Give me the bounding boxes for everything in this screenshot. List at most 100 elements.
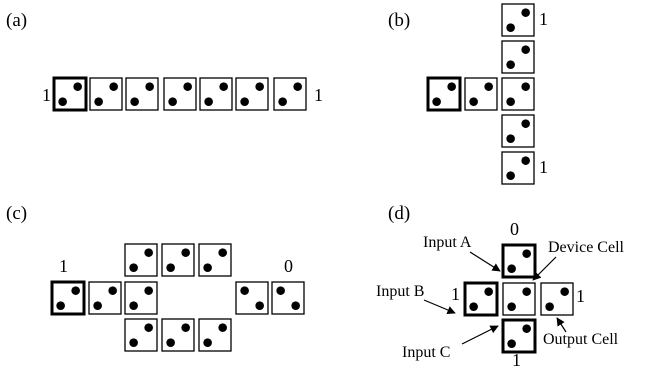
panel-c-right-value: 0 xyxy=(284,256,293,276)
driver-cell xyxy=(50,280,86,316)
cell-dot xyxy=(166,263,175,272)
cell-dot xyxy=(144,248,153,257)
panel-a-left-value: 1 xyxy=(42,85,51,105)
cell-dot xyxy=(507,264,516,273)
wire-cell xyxy=(198,243,232,277)
arrow-input-b xyxy=(423,299,456,314)
wire-cell xyxy=(89,77,123,111)
wire-cell xyxy=(501,77,535,111)
callout-output-cell: Output Cell xyxy=(543,331,619,348)
cell-dot xyxy=(144,323,153,332)
panel-c-label: (c) xyxy=(6,203,27,224)
input-a-cell xyxy=(501,243,537,279)
wire-cell xyxy=(273,77,307,111)
arrow-output-cell xyxy=(556,317,567,333)
driver-cell xyxy=(52,76,88,112)
output-cell xyxy=(540,282,574,316)
wire-cell xyxy=(88,281,122,315)
cell-dot xyxy=(108,286,117,295)
cell-dot xyxy=(93,301,102,310)
cell-dot xyxy=(240,97,249,106)
cell-dot xyxy=(145,82,154,91)
panel-a: (a) 1 1 xyxy=(6,10,323,112)
cell-dot xyxy=(522,324,531,333)
wire-cell xyxy=(125,77,159,111)
cell-dot xyxy=(276,286,285,295)
panel-b: (b) 1 1 1 xyxy=(388,3,548,185)
cell-dot xyxy=(71,286,80,295)
panel-d-label: (d) xyxy=(388,203,410,224)
cell-dot xyxy=(278,97,287,106)
cell-dot xyxy=(293,82,302,91)
cell-dot xyxy=(521,119,530,128)
device-cell xyxy=(502,282,536,316)
wire-cell xyxy=(501,40,535,74)
arrow-device-cell xyxy=(532,256,557,281)
cell-dot xyxy=(73,82,82,91)
inverted-cell xyxy=(271,281,305,315)
cell-dot xyxy=(240,286,249,295)
arrow-input-c xyxy=(461,325,499,345)
cell-dot xyxy=(506,60,515,69)
cell-dot xyxy=(545,302,554,311)
panel-b-bottom-value: 1 xyxy=(539,157,548,177)
wire-cell xyxy=(161,243,195,277)
driver-cell xyxy=(426,76,462,112)
cell-dot xyxy=(130,97,139,106)
cell-dot xyxy=(521,45,530,54)
panel-d: (d) 0 1 1 1 Input A Input B Input C Devi… xyxy=(376,203,625,369)
panel-a-label: (a) xyxy=(6,10,27,31)
wire-cell xyxy=(161,318,195,352)
panel-d-bottom-value: 1 xyxy=(512,350,521,369)
cell-dot xyxy=(447,82,456,91)
cell-dot xyxy=(506,23,515,32)
cell-dot xyxy=(166,338,175,347)
panel-c-left-value: 1 xyxy=(59,256,68,276)
wire-cell xyxy=(198,318,232,352)
wire-cell xyxy=(464,77,498,111)
callout-device-cell: Device Cell xyxy=(548,239,625,256)
cell-dot xyxy=(181,248,190,257)
cell-dot xyxy=(168,97,177,106)
cell-dot xyxy=(218,248,227,257)
cell-dot xyxy=(218,323,227,332)
cell-dot xyxy=(204,97,213,106)
wire-cell xyxy=(199,77,233,111)
cell-dot xyxy=(94,97,103,106)
cell-dot xyxy=(255,301,264,310)
wire-cell xyxy=(124,318,158,352)
wire-cell xyxy=(501,3,535,37)
wire-cell xyxy=(163,77,197,111)
cell-dot xyxy=(129,338,138,347)
panel-b-label: (b) xyxy=(388,10,410,31)
cell-dot xyxy=(469,302,478,311)
wire-cell xyxy=(124,243,158,277)
cell-dot xyxy=(507,302,516,311)
callout-input-c: Input C xyxy=(402,344,450,361)
panel-c: (c) 1 0 xyxy=(6,203,305,352)
arrow-input-a xyxy=(469,251,501,272)
panel-b-top-value: 1 xyxy=(539,9,548,29)
callout-input-b: Input B xyxy=(376,283,424,300)
inverted-cell xyxy=(235,281,269,315)
wire-cell xyxy=(501,151,535,185)
cell-dot xyxy=(506,97,515,106)
cell-dot xyxy=(521,156,530,165)
cell-dot xyxy=(432,97,441,106)
panel-d-top-value: 0 xyxy=(510,219,519,239)
wire-cell xyxy=(124,281,158,315)
cell-dot xyxy=(203,263,212,272)
panel-d-right-value: 1 xyxy=(576,286,585,306)
cell-dot xyxy=(521,82,530,91)
cell-dot xyxy=(129,263,138,272)
cell-dot xyxy=(507,339,516,348)
wire-cell xyxy=(235,77,269,111)
input-b-cell xyxy=(463,281,499,317)
cell-dot xyxy=(291,301,300,310)
cell-dot xyxy=(183,82,192,91)
panel-a-right-value: 1 xyxy=(314,85,323,105)
cell-dot xyxy=(255,82,264,91)
cell-dot xyxy=(144,286,153,295)
cell-dot xyxy=(181,323,190,332)
